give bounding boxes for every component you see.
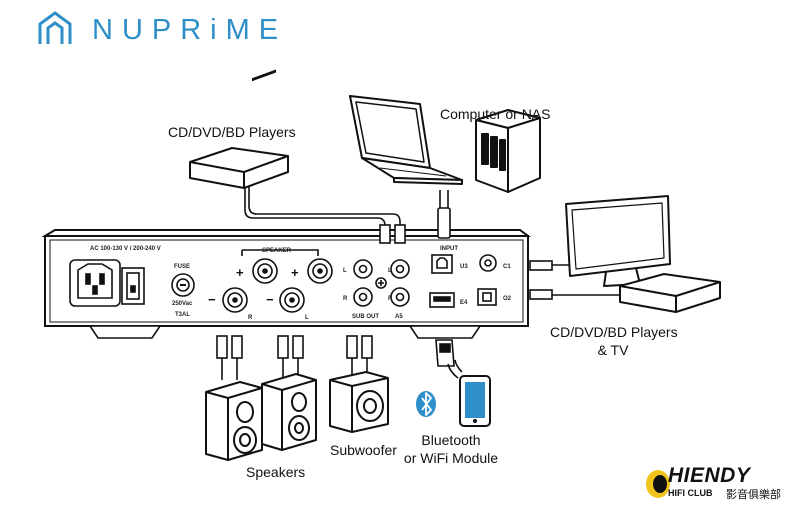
label-subwoofer: Subwoofer <box>330 442 397 458</box>
nuprime-house-logo-icon <box>38 11 72 44</box>
usb-dongle-icon <box>435 339 455 367</box>
usb-b-port-icon <box>431 254 453 274</box>
brand-logo-text: NUPRiME <box>92 14 288 46</box>
hiendy-cn: 影音俱樂部 <box>726 489 781 501</box>
plus-l-label: + <box>291 265 299 280</box>
plus-r-label: + <box>236 265 244 280</box>
u3-label: U3 <box>460 264 468 270</box>
fuse-holder-icon <box>171 273 195 297</box>
fuse-type-label: T3AL <box>175 312 190 318</box>
o2-label: O2 <box>503 296 512 302</box>
speaker-left-icon <box>205 381 263 461</box>
nas-icon <box>475 109 541 193</box>
sub-r-label: R <box>343 296 348 302</box>
rca-plugs-output <box>216 335 373 359</box>
foot-left <box>88 325 162 339</box>
power-switch-icon <box>121 267 145 305</box>
c1-label: C1 <box>503 264 511 270</box>
smartphone-icon <box>459 375 491 427</box>
speaker-terminals <box>222 249 333 313</box>
coax-plug-right <box>529 260 553 300</box>
input-label: INPUT <box>440 246 458 252</box>
hiendy-club: HIFI CLUB <box>668 488 713 498</box>
sub-out-label: SUB OUT <box>352 314 379 320</box>
optical-port-icon <box>477 288 497 306</box>
e4-label: E4 <box>460 300 468 306</box>
label-speakers: Speakers <box>246 464 306 480</box>
hiendy-logo-icon <box>646 470 670 498</box>
label-cd-players-tv-line2: & TV <box>597 342 629 358</box>
label-cd-players-tv-line1: CD/DVD/BD Players <box>550 324 678 340</box>
bluetooth-icon <box>416 391 436 417</box>
fuse-label: FUSE <box>174 264 190 270</box>
label-computer-nas: Computer or NAS <box>440 106 551 122</box>
speaker-r-label: R <box>248 315 253 321</box>
speaker-right-icon <box>261 373 317 451</box>
cd-player-top-icon <box>189 69 289 189</box>
subwoofer-icon <box>329 371 389 433</box>
label-bluetooth-line1: Bluetooth <box>421 432 481 448</box>
tv-icon <box>565 195 671 287</box>
speaker-label: SPEAKER <box>262 248 292 254</box>
coax-port-icon <box>479 254 497 272</box>
amplifier-rear-panel: AC 100-130 V / 200-240 V FUSE 250Vac T3A… <box>41 229 531 339</box>
wifi-waves-icon <box>447 359 463 379</box>
laptop-icon <box>349 95 463 185</box>
cd-player-right-icon <box>619 273 721 313</box>
fuse-rating-label: 250Vac <box>172 301 193 307</box>
minus-r-label: − <box>208 292 216 307</box>
label-bluetooth-line2: or WiFi Module <box>403 450 499 466</box>
a5-l-label: L <box>388 268 392 274</box>
minus-l-label: − <box>266 292 274 307</box>
a5-r-label: R <box>388 296 393 302</box>
label-cd-players-top: CD/DVD/BD Players <box>168 124 296 140</box>
a5-label: A5 <box>395 314 403 320</box>
speaker-l-label: L <box>305 315 309 321</box>
usb-a-port-icon <box>429 292 455 308</box>
foot-right <box>408 325 482 339</box>
power-inlet-icon <box>69 259 121 307</box>
rca-plugs-input <box>379 207 451 244</box>
hiendy-name: HIENDY <box>668 464 751 487</box>
power-rating-label: AC 100-130 V / 200-240 V <box>90 246 161 252</box>
sub-l-label: L <box>343 268 347 274</box>
rca-jacks <box>353 259 410 307</box>
